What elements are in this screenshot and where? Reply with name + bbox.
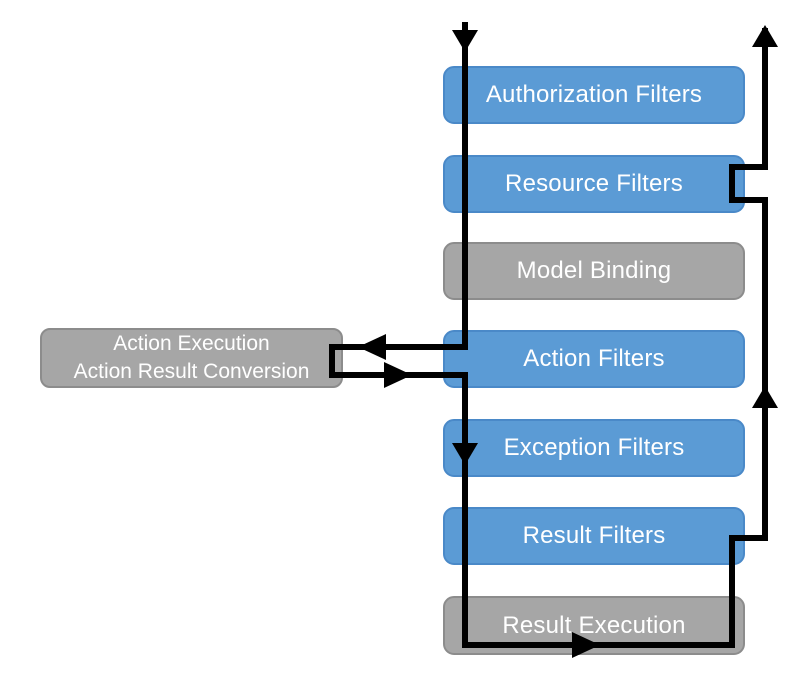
node-label-line1: Action Execution: [113, 332, 270, 355]
node-authorization-filters: Authorization Filters: [443, 66, 745, 124]
node-action-filters: Action Filters: [443, 330, 745, 388]
node-result-filters: Result Filters: [443, 507, 745, 565]
arrowhead-down-top: [452, 30, 478, 52]
node-label: Exception Filters: [503, 434, 685, 461]
node-label: Resource Filters: [505, 170, 683, 197]
node-label: Action Filters: [523, 345, 665, 372]
arrowhead-left-into-action-execution: [358, 334, 386, 360]
arrowhead-up-mid-right: [752, 386, 778, 408]
node-label: Authorization Filters: [485, 81, 703, 108]
node-label: Result Filters: [522, 522, 666, 549]
arrowhead-up-top-right: [752, 25, 778, 47]
node-label-line2: Action Result Conversion: [73, 360, 310, 383]
node-resource-filters: Resource Filters: [443, 155, 745, 213]
node-exception-filters: Exception Filters: [443, 419, 745, 477]
node-label: Result Execution: [502, 611, 686, 639]
node-action-execution: Action Execution Action Result Conversio…: [40, 328, 343, 388]
node-model-binding: Model Binding: [443, 242, 745, 300]
arrowhead-right-out-of-action-execution: [384, 362, 412, 388]
node-label: Model Binding: [516, 257, 672, 284]
node-result-execution: Result Execution: [443, 596, 745, 655]
